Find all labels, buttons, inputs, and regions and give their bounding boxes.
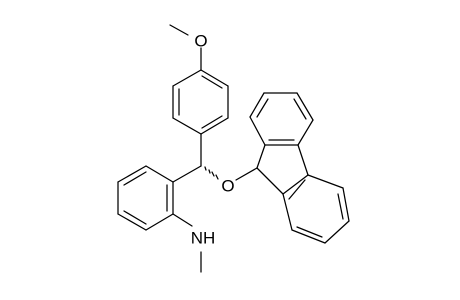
aniline-ring-bond [117,165,147,183]
fluorene-lower-ring-bond [342,187,350,222]
fluorene-upper-ring-bond [296,92,314,121]
aniline-ring-bond [145,165,174,183]
fluorene-five-ring-bond [256,167,284,195]
fluorene-upper-ring-double-bond [293,98,307,120]
aniline-ring-double-bond [123,171,147,186]
fluorene-lower-ring-double-bond [288,179,306,200]
fluorene-lower-ring-bond [307,174,344,189]
fluorene-lower-ring-bond [324,220,350,244]
fluorene-lower-ring-bond [291,229,326,244]
bond-methine-aniline [172,165,202,183]
fluorene-upper-ring-bond [249,92,265,118]
bond-ring-amine [172,213,193,227]
ether-oxygen-label: O [221,176,234,195]
bond-methoxy-methyl [169,24,189,36]
anisyl-ring-bond [172,117,202,135]
amine-label: NH [191,228,216,247]
anisyl-ring-bond [172,69,202,87]
fluorene-five-ring-bond [282,174,309,195]
hash-mark [208,169,211,174]
aniline-ring-bond [145,213,174,231]
anisyl-ring-bond [200,69,229,87]
anisyl-ring-double-bond [201,115,223,129]
aniline-ring-double-bond [123,210,147,225]
fluorene-upper-ring-double-bond [256,98,269,118]
fluorene-upper-ring-bond [297,119,314,146]
fluorene-lower-ring-double-bond [337,193,344,220]
stereo-hashed-bond [204,166,219,180]
anisyl-ring-bond [200,117,229,135]
fluorene-lower-ring-double-bond [296,226,323,238]
anisyl-ring-double-bond [201,75,223,89]
fluorene-upper-ring-bond [249,116,266,146]
aniline-ring-bond [117,213,147,231]
aniline-ring [117,165,174,231]
hash-mark [215,174,219,180]
fluorene-five-ring-bond [297,144,309,176]
fluorene-system [249,92,350,244]
anisyl-ring [172,69,229,135]
hash-mark [211,171,215,177]
bond-ether-oxygen-c9 [235,167,258,181]
fluorene-lower-ring-bond [282,193,293,231]
fluorene-five-ring-bond [256,144,266,169]
hash-mark [204,166,207,171]
methoxy-oxygen-label: O [194,31,207,50]
